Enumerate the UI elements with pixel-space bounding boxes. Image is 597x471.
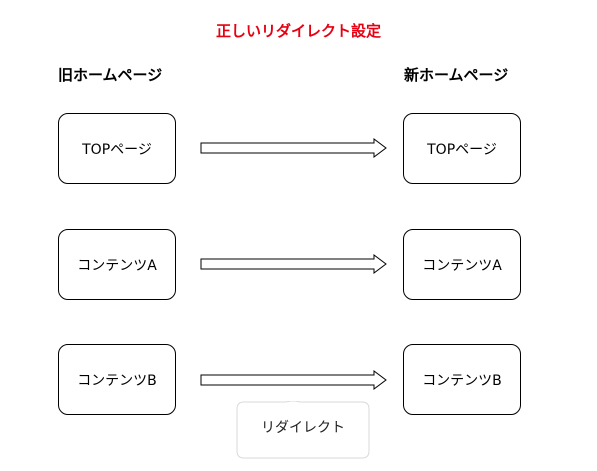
redirect-arrow-top [200,138,387,158]
old-site-heading: 旧ホームページ [58,66,163,84]
diagram-title: 正しいリダイレクト設定 [215,22,381,40]
redirect-callout [236,401,370,459]
redirect-arrow-content-a [200,254,387,274]
old-content-b-box: コンテンツB [58,344,176,415]
new-top-page-box: TOPページ [403,113,521,184]
redirect-callout-label: リダイレクト [261,420,345,436]
old-top-page-box: TOPページ [58,113,176,184]
new-content-b-box: コンテンツB [403,344,521,415]
new-content-a-box: コンテンツA [403,229,521,300]
redirect-arrow-content-b [200,370,387,390]
old-content-a-box: コンテンツA [58,229,176,300]
new-site-heading: 新ホームページ [404,66,509,84]
